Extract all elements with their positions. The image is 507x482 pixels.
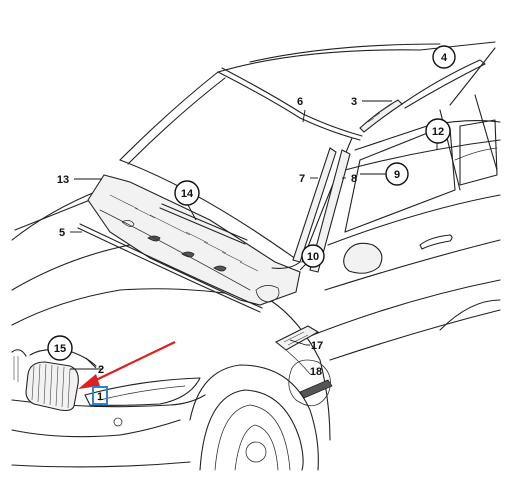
callout-5[interactable]: 5 xyxy=(59,227,65,239)
callout-label: 15 xyxy=(54,343,66,355)
seal-strip-part xyxy=(77,223,263,313)
roof-moulding-part xyxy=(359,59,486,133)
callout-6[interactable]: 6 xyxy=(297,96,303,108)
callout-7[interactable]: 7 xyxy=(299,173,305,185)
callout-8[interactable]: 8 xyxy=(351,173,357,185)
callout-10[interactable]: 10 xyxy=(301,244,325,268)
leader-lines xyxy=(70,100,438,370)
callout-15[interactable]: 15 xyxy=(47,335,73,361)
callout-label: 10 xyxy=(307,251,319,263)
callout-18[interactable]: 18 xyxy=(310,366,322,378)
callout-12[interactable]: 12 xyxy=(425,118,451,144)
red-pointer-arrow xyxy=(78,341,176,389)
wiper-part xyxy=(159,203,248,245)
seal-part-10 xyxy=(271,261,301,269)
windscreen-moulding-part xyxy=(217,67,363,141)
callout-17[interactable]: 17 xyxy=(311,340,323,352)
callout-label: 18 xyxy=(310,366,322,378)
highlight-box xyxy=(92,386,108,405)
callout-9[interactable]: 9 xyxy=(385,162,409,186)
callout-2[interactable]: 2 xyxy=(98,364,104,376)
car-body-outline xyxy=(11,41,501,471)
callout-14[interactable]: 14 xyxy=(174,180,200,206)
callout-label: 4 xyxy=(441,52,448,64)
callout-1[interactable]: 1 xyxy=(97,391,103,403)
callout-label: 9 xyxy=(394,169,400,181)
callout-4[interactable]: 4 xyxy=(432,45,456,69)
callout-13[interactable]: 13 xyxy=(57,174,69,186)
a-pillar-trim-parts xyxy=(292,147,351,273)
side-marker-parts xyxy=(274,325,333,407)
callout-label: 12 xyxy=(432,126,444,138)
callout-3[interactable]: 3 xyxy=(351,96,357,108)
kidney-grille-parts xyxy=(11,349,97,412)
callout-label: 14 xyxy=(181,188,194,200)
